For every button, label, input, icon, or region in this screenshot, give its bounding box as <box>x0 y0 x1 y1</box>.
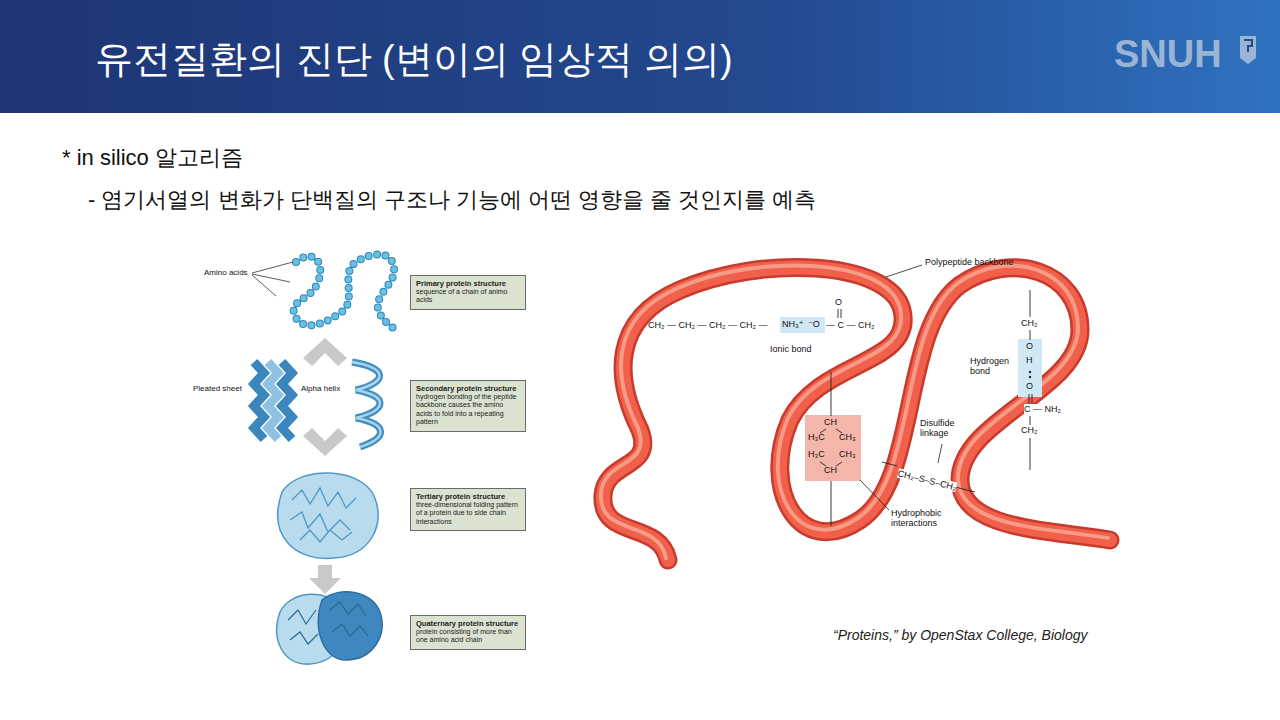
structure-box: Primary protein structuresequence of a c… <box>410 275 526 310</box>
hydrophobic-patch <box>805 415 861 481</box>
part-label: Alpha helix <box>301 384 340 393</box>
chem-group: H₃C <box>808 449 825 459</box>
polypeptide-tube-edge <box>603 267 1110 560</box>
atom-label: O <box>1026 341 1033 351</box>
logo-text: SNUH <box>1114 33 1222 77</box>
arrow-up <box>303 338 347 366</box>
alpha-helix-highlight <box>352 362 381 447</box>
chem-group: H₃C <box>808 432 825 442</box>
box-heading: Quaternary protein structure <box>416 619 520 628</box>
atom-label: H <box>1026 355 1033 365</box>
alpha-helix <box>352 362 381 447</box>
polypeptide-tube <box>603 267 1110 560</box>
atom-label: O <box>1026 381 1033 391</box>
quaternary-chain <box>318 592 382 660</box>
part-label: Polypeptide backbone <box>925 257 1014 267</box>
tertiary-fold <box>278 473 378 559</box>
chem-group: CH₂ <box>1021 425 1038 435</box>
atom-label: O <box>835 297 842 307</box>
hydrogen-bond-dots <box>1029 371 1031 378</box>
header-band <box>0 0 1280 113</box>
chem-group: CH <box>824 417 837 427</box>
arrow-down <box>309 565 341 594</box>
chem-group: CH₂–S–S–CH₂ <box>897 468 958 493</box>
part-label: Amino acids <box>204 268 248 277</box>
box-body: three-dimensional folding pattern of a p… <box>416 501 520 526</box>
bullet-text: - 염기서열의 변화가 단백질의 구조나 기능에 어떤 영향을 줄 것인지를 예… <box>88 187 816 212</box>
chem-group: CH <box>824 465 837 475</box>
box-body: protein consisting of more than one amin… <box>416 628 520 645</box>
chem-group: CH₂ — CH₂ — CH₂ — CH₂ — <box>648 320 767 330</box>
slide-title: 유전질환의 진단 (변이의 임상적 의의) <box>95 38 733 82</box>
chem-group: ⁻O <box>808 319 820 329</box>
chem-group: CH₃ <box>839 449 856 459</box>
chem-group: C — NH₂ <box>1024 404 1061 414</box>
chem-group: CH₂ <box>1021 318 1038 328</box>
bond-label: Hydrogen bond <box>970 356 1014 377</box>
chem-group: — C — CH₂ <box>826 320 875 330</box>
bond-label: Hydrophobic interactions <box>891 508 955 529</box>
bullet-text: * in silico 알고리즘 <box>62 145 243 170</box>
chem-group: CH₃ <box>839 432 856 442</box>
arrow-down <box>303 428 347 456</box>
box-body: sequence of a chain of animo acids <box>416 288 520 305</box>
bond-lines <box>820 290 1032 526</box>
structure-box: Quaternary protein structureprotein cons… <box>410 615 526 650</box>
part-label: Pleated sheet <box>193 384 242 393</box>
quaternary-squiggle <box>288 602 368 644</box>
amino-chain <box>294 254 397 332</box>
box-heading: Primary protein structure <box>416 279 520 288</box>
box-body: hydrogen bonding of the peptide backbone… <box>416 393 520 427</box>
box-heading: Tertiary protein structure <box>416 492 520 501</box>
structure-box: Tertiary protein structurethree-dimensio… <box>410 488 526 531</box>
tertiary-squiggle <box>290 488 356 542</box>
chem-group: NH₃⁺ <box>782 319 803 329</box>
structure-box: Secondary protein structurehydrogen bond… <box>410 380 526 432</box>
polypeptide-tube-highlight <box>601 265 1108 558</box>
bond-label: Disulfide linkage <box>920 418 970 439</box>
pleated-sheet <box>254 362 292 439</box>
ionic-patch <box>780 317 825 333</box>
logo-icon <box>1240 36 1256 64</box>
bond-label: Ionic bond <box>770 344 812 354</box>
box-heading: Secondary protein structure <box>416 384 520 393</box>
amino-chain-outline <box>294 254 397 332</box>
hydrogen-patch <box>1018 339 1042 397</box>
leader-lines <box>252 262 293 296</box>
source-caption: “Proteins,” by OpenStax College, Biology <box>833 627 1087 643</box>
